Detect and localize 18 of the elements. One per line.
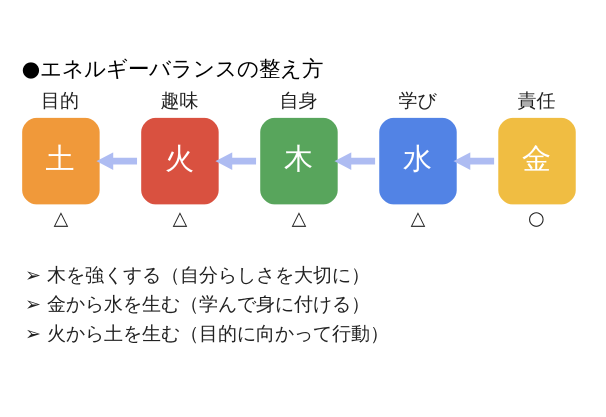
diagram-title: ●エネルギーバランスの整え方 [22,56,324,82]
arrow [334,152,376,170]
node-label: △ [292,207,306,230]
node-label: ○ [528,207,545,230]
node-label: 趣味 [160,89,198,112]
label: ➢ 金から水を生む（学んで身に付ける） [24,293,370,316]
node-label: 自身 [279,89,318,112]
node-label: △ [410,207,426,230]
node-label: △ [54,207,68,230]
arrow [96,152,138,170]
node-label: 目的 [41,89,80,112]
label: ➢ 木を強くする（自分らしさを大切に） [24,264,370,286]
arrow [215,152,256,170]
node-label: △ [172,207,188,230]
node-label: 責任 [517,89,556,112]
node-label: 学び [398,89,436,112]
arrow [454,152,494,170]
label: ➢ 火から土を生む（目的に向かって行動） [24,322,390,344]
